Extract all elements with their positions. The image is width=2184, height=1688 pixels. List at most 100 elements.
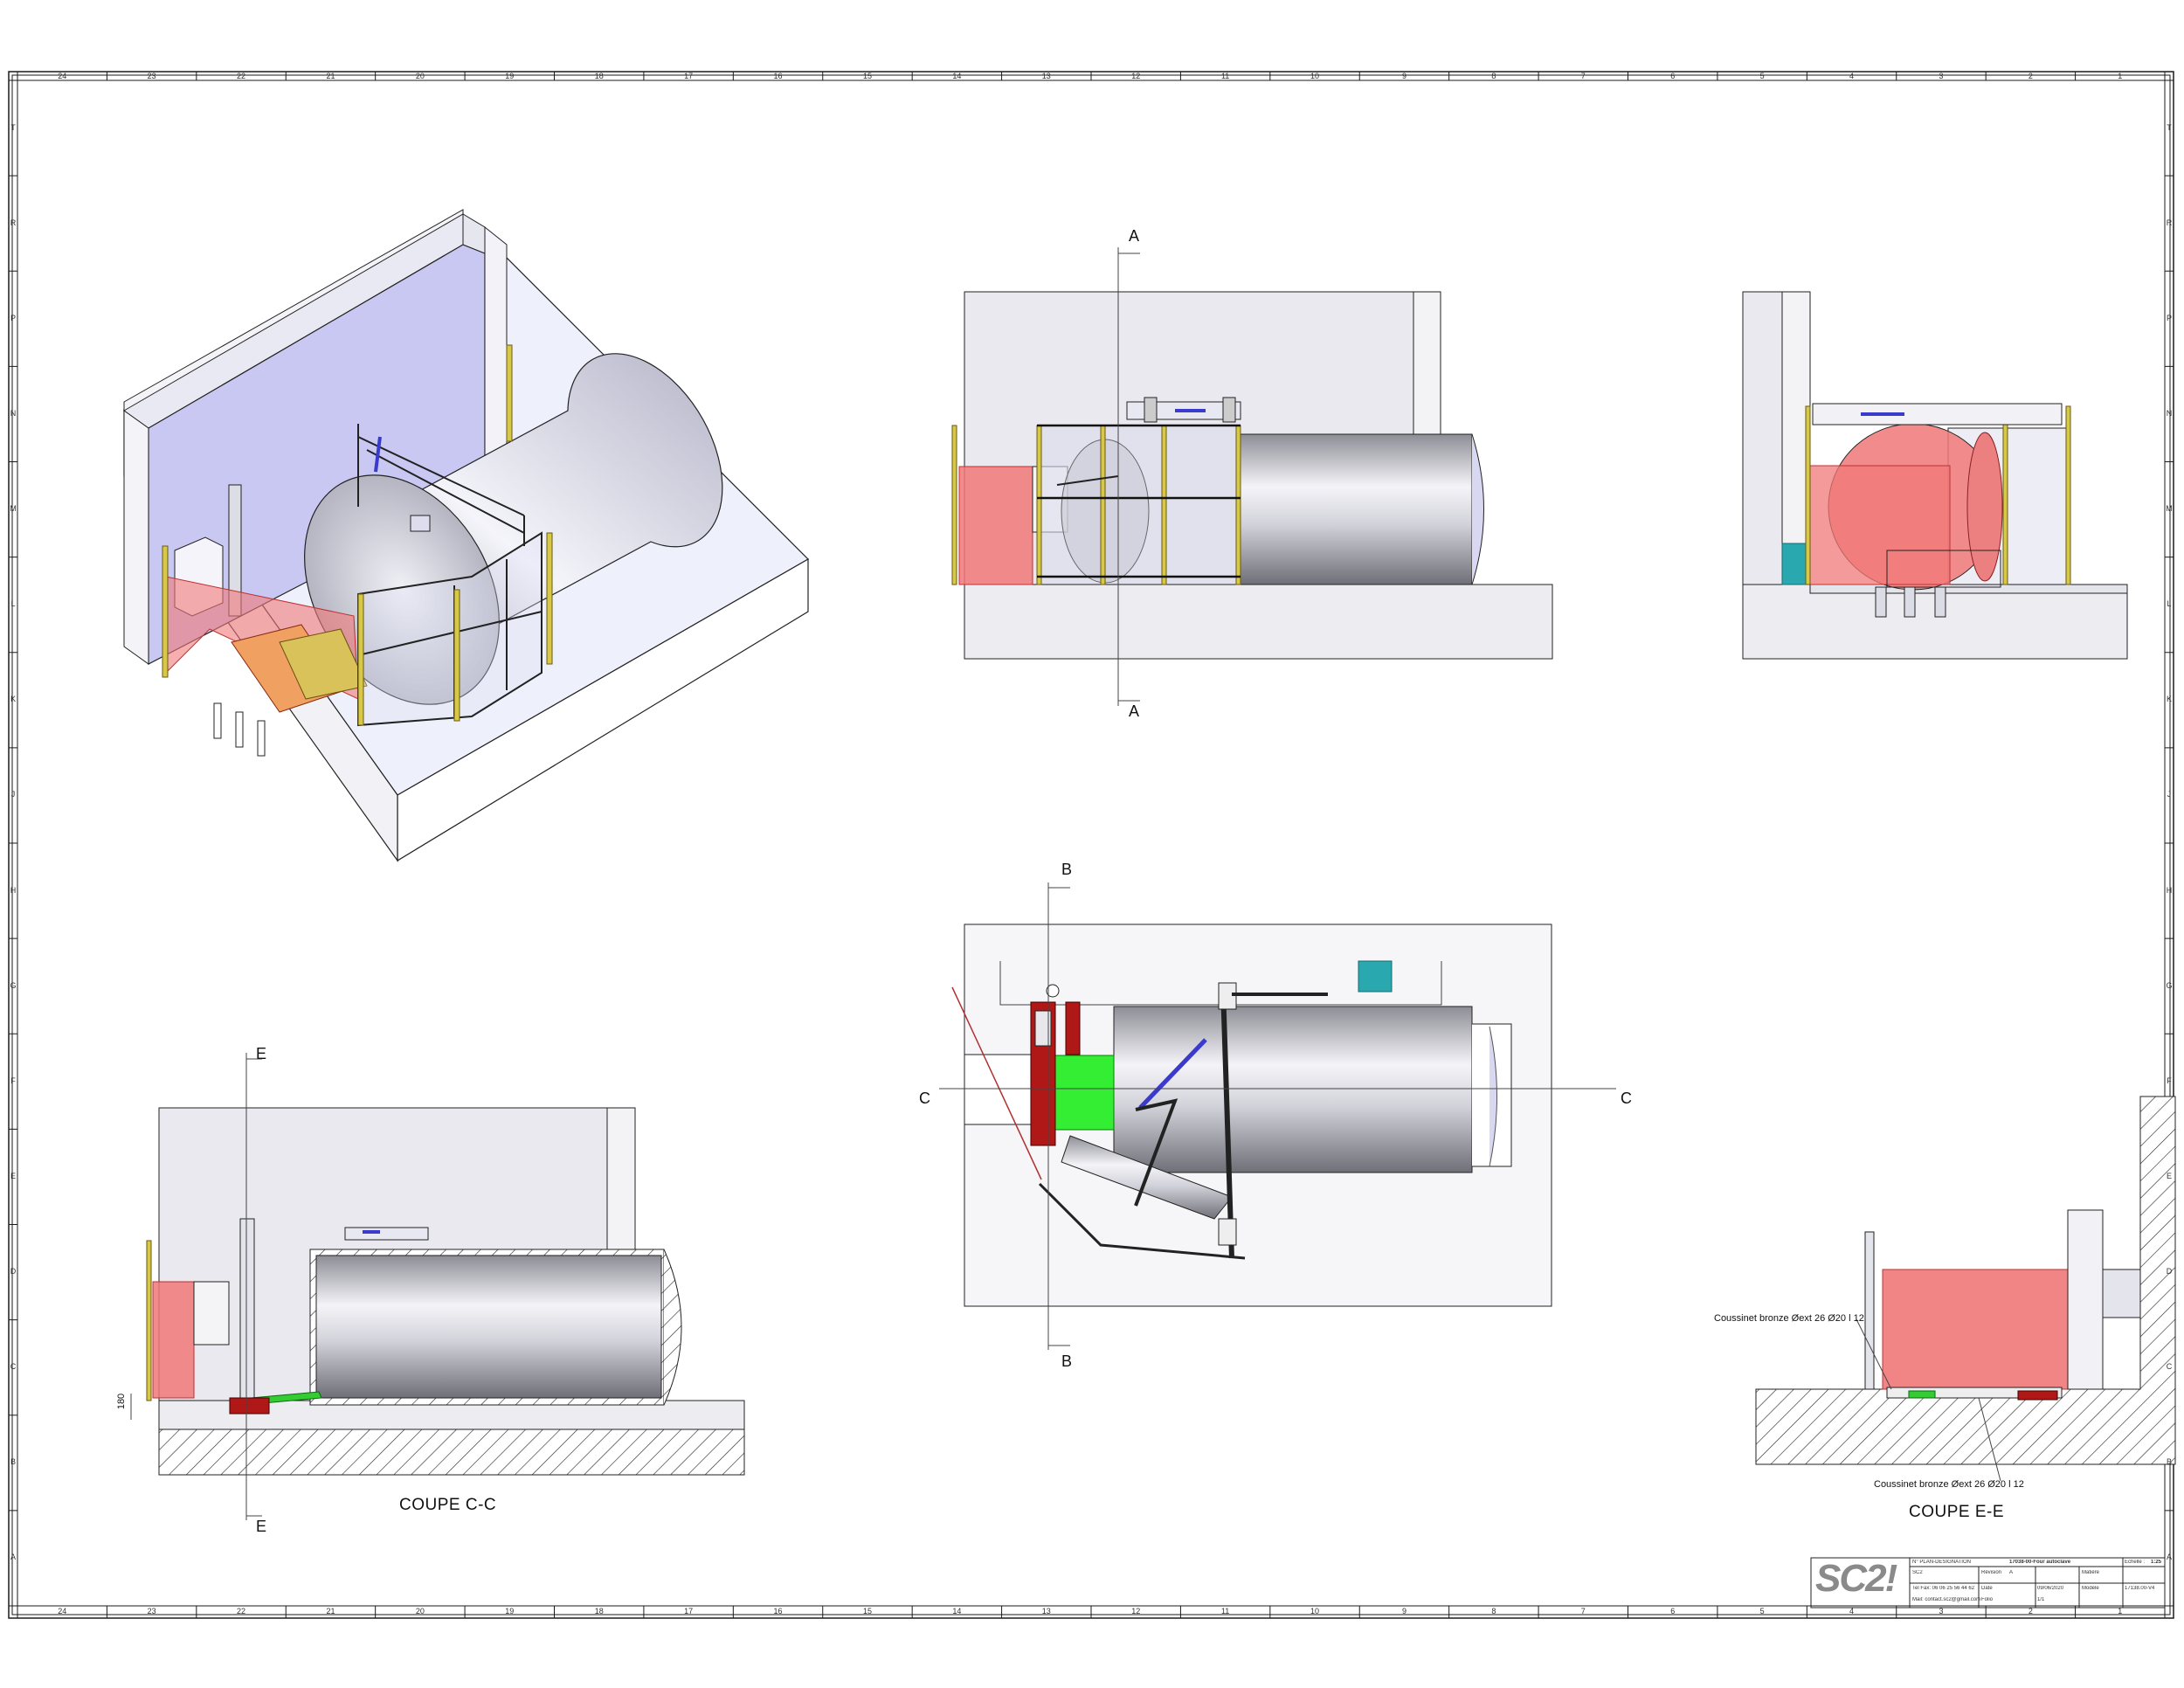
- revision-value: A: [2009, 1570, 2014, 1575]
- plan-view: [939, 882, 1616, 1350]
- grid-column-label: 9: [1401, 1607, 1406, 1615]
- material-label: Matière: [2082, 1570, 2100, 1575]
- grid-column-label: 14: [952, 72, 962, 80]
- model-label: Modèle: [2082, 1586, 2099, 1591]
- section-cc: [130, 1053, 745, 1520]
- bushing-callout-lower: Coussinet bronze Øext 26 Ø20 l 12: [1874, 1479, 2024, 1490]
- grid-column-label: 9: [1401, 72, 1406, 80]
- grid-column-label: 15: [862, 72, 872, 80]
- isometric-view: [123, 209, 809, 862]
- grid-row-label: R: [2166, 218, 2173, 227]
- grid-row-label: B: [2166, 1457, 2172, 1467]
- grid-row-label: L: [2167, 599, 2172, 609]
- grid-column-label: 15: [862, 1607, 872, 1615]
- grid-row-label: H: [10, 885, 17, 895]
- grid-row-label: F: [2167, 1076, 2172, 1085]
- grid-column-label: 21: [326, 72, 335, 80]
- grid-column-label: 6: [1670, 1607, 1676, 1615]
- grid-column-label: 7: [1580, 1607, 1586, 1615]
- grid-column-label: 3: [1939, 1607, 1944, 1615]
- grid-row-label: N: [10, 408, 17, 418]
- grid-row-label: F: [10, 1076, 16, 1085]
- grid-column-label: 2: [2028, 1607, 2033, 1615]
- grid-column-label: 7: [1580, 72, 1586, 80]
- grid-column-label: 14: [952, 1607, 962, 1615]
- grid-column-label: 18: [594, 1607, 604, 1615]
- cut-label-e-top: E: [256, 1045, 267, 1062]
- date-value: 09/06/2020: [2037, 1586, 2064, 1591]
- grid-row-label: G: [2166, 980, 2173, 990]
- grid-row-label: K: [2166, 695, 2172, 704]
- title-block-frame: [1810, 1557, 2166, 1608]
- cut-label-a-top: A: [1129, 227, 1140, 245]
- grid-column-label: 8: [1491, 1607, 1496, 1615]
- email: Mail: contact.sc2@gmail.com: [1912, 1597, 1981, 1602]
- grid-column-label: 4: [1849, 1607, 1855, 1615]
- grid-row-label: D: [10, 1267, 17, 1276]
- grid-column-label: 17: [684, 1607, 694, 1615]
- grid-column-label: 10: [1310, 1607, 1320, 1615]
- plan-value: 17038-00-Four autoclave: [2009, 1560, 2071, 1565]
- phone: Tel Fax: 06 06 25 56 44 62: [1912, 1586, 1975, 1591]
- grid-row-label: T: [2167, 122, 2172, 132]
- grid-column-label: 23: [147, 72, 156, 80]
- grid-row-label: A: [10, 1553, 16, 1562]
- grid-row-label: K: [10, 695, 16, 704]
- cut-label-c-right: C: [1621, 1090, 1632, 1107]
- cut-label-a-bottom: A: [1129, 702, 1140, 720]
- grid-row-label: M: [2166, 504, 2173, 514]
- grid-column-label: 4: [1849, 72, 1855, 80]
- grid-column-label: 1: [2118, 1607, 2123, 1615]
- grid-row-label: H: [2166, 885, 2173, 895]
- scale-label: Echelle :: [2125, 1560, 2146, 1565]
- cut-label-b-top: B: [1061, 861, 1073, 878]
- section-ee-title: COUPE E-E: [1909, 1503, 2005, 1521]
- grid-column-label: 5: [1759, 72, 1765, 80]
- grid-row-label: C: [10, 1362, 17, 1372]
- grid-column-label: 11: [1220, 1607, 1230, 1615]
- grid-column-label: 21: [326, 1607, 335, 1615]
- grid-row-label: G: [10, 980, 17, 990]
- grid-row-label: P: [10, 313, 16, 322]
- cut-label-b-bottom: B: [1061, 1352, 1073, 1370]
- dimension-180: 180: [116, 1393, 128, 1410]
- grid-column-label: 10: [1310, 72, 1320, 80]
- grid-column-label: 6: [1670, 72, 1676, 80]
- section-cc-title: COUPE C-C: [399, 1496, 497, 1514]
- grid-column-label: 19: [505, 1607, 515, 1615]
- grid-column-label: 13: [1041, 1607, 1051, 1615]
- grid-column-label: 20: [415, 1607, 425, 1615]
- grid-column-label: 23: [147, 1607, 156, 1615]
- grid-column-label: 24: [58, 1607, 67, 1615]
- grid-row-label: A: [2166, 1553, 2172, 1562]
- revision-label: Révision: [1981, 1570, 2002, 1575]
- grid-row-label: E: [10, 1171, 16, 1180]
- grid-column-label: 24: [58, 72, 67, 80]
- grid-row-label: C: [2166, 1362, 2173, 1372]
- grid-row-label: N: [2166, 408, 2173, 418]
- company-name: SC2: [1912, 1570, 1923, 1575]
- grid-row-label: M: [10, 504, 17, 514]
- grid-column-label: 17: [684, 72, 694, 80]
- cut-label-e-bottom: E: [256, 1518, 267, 1535]
- side-view: [1742, 291, 2128, 660]
- grid-row-label: L: [10, 599, 16, 609]
- grid-row-label: E: [2166, 1171, 2172, 1180]
- grid-row-label: J: [2167, 790, 2172, 799]
- grid-row-label: P: [2166, 313, 2172, 322]
- cut-label-c-left: C: [919, 1090, 930, 1107]
- grid-column-label: 2: [2028, 72, 2033, 80]
- front-view: [951, 247, 1553, 706]
- grid-column-ticks: [106, 72, 2077, 1618]
- grid-column-label: 16: [773, 72, 783, 80]
- grid-column-label: 12: [1131, 1607, 1141, 1615]
- grid-row-label: D: [2166, 1267, 2173, 1276]
- grid-column-label: 16: [773, 1607, 783, 1615]
- grid-row-label: R: [10, 218, 17, 227]
- grid-column-label: 20: [415, 72, 425, 80]
- grid-column-label: 22: [237, 72, 246, 80]
- grid-column-label: 8: [1491, 72, 1496, 80]
- grid-row-label: T: [10, 122, 16, 132]
- scale-value: 1:25: [2151, 1560, 2162, 1565]
